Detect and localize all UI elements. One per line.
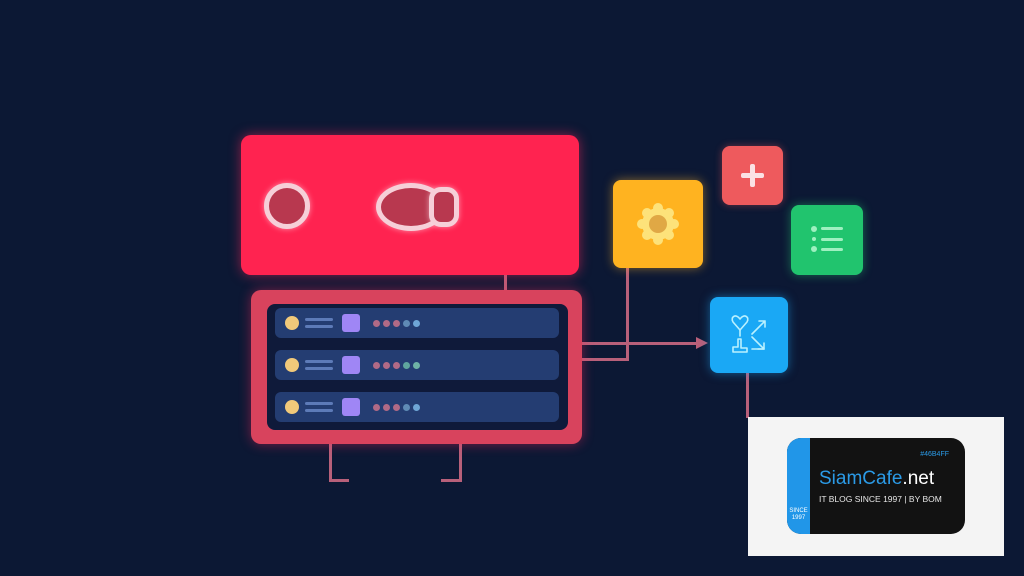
text-line-icon [305, 409, 333, 412]
text-line-icon [305, 325, 333, 328]
server-row [275, 350, 559, 380]
logo-subtitle: IT BLOG SINCE 1997 | BY BOM [819, 494, 942, 504]
status-light-icon [285, 400, 299, 414]
top-panel [241, 135, 579, 275]
connector-server-leg-right [459, 444, 462, 481]
server-rack [267, 304, 568, 430]
plus-node [722, 146, 783, 205]
indicator-dot [373, 320, 380, 327]
status-light-icon [285, 358, 299, 372]
module-icon [342, 314, 360, 332]
circle-ring-icon [264, 183, 310, 229]
indicator-dot [373, 404, 380, 411]
connector-server-foot-right [441, 479, 462, 482]
connector-server-to-gear [582, 358, 629, 361]
logo-title: SiamCafe.net [819, 468, 935, 489]
indicator-dot [413, 320, 420, 327]
since-label: SINCE 1997 [789, 508, 808, 521]
indicator-dot [393, 362, 400, 369]
connector-gear-down [626, 268, 629, 361]
plus-icon [741, 164, 764, 187]
indicator-dot [403, 362, 410, 369]
logo-card: SINCE 1997 #46B4FF SiamCafe.net IT BLOG … [787, 438, 965, 534]
indicator-dot [393, 404, 400, 411]
indicator-dot [403, 404, 410, 411]
flow-node [710, 297, 788, 373]
connector-server-to-flow [582, 342, 698, 345]
indicator-dot [383, 362, 390, 369]
text-line-icon [305, 367, 333, 370]
indicator-dot [403, 320, 410, 327]
gear-node [613, 180, 703, 268]
hex-code: #46B4FF [920, 451, 949, 458]
text-line-icon [305, 318, 333, 321]
arrow-head-icon [696, 337, 708, 349]
module-icon [342, 356, 360, 374]
text-line-icon [305, 360, 333, 363]
server-panel [251, 290, 582, 444]
indicator-dot [413, 362, 420, 369]
connector-flow-down [746, 373, 749, 418]
list-node [791, 205, 863, 275]
flow-arrows-icon [731, 315, 766, 353]
module-icon [342, 398, 360, 416]
gear-icon [637, 203, 679, 245]
indicator-dot [413, 404, 420, 411]
connector-top-to-server [504, 275, 507, 291]
indicator-dot [383, 404, 390, 411]
watermark-logo: SINCE 1997 #46B4FF SiamCafe.net IT BLOG … [748, 417, 1004, 556]
status-light-icon [285, 316, 299, 330]
indicator-dot [383, 320, 390, 327]
logo-stripe [787, 438, 810, 534]
indicator-dot [393, 320, 400, 327]
connector-server-leg-left [329, 444, 332, 481]
text-line-icon [305, 402, 333, 405]
list-icon [811, 226, 843, 252]
server-row [275, 308, 559, 338]
server-row [275, 392, 559, 422]
camera-lens-side-icon [429, 187, 459, 227]
connector-server-foot-left [329, 479, 349, 482]
indicator-dot [373, 362, 380, 369]
